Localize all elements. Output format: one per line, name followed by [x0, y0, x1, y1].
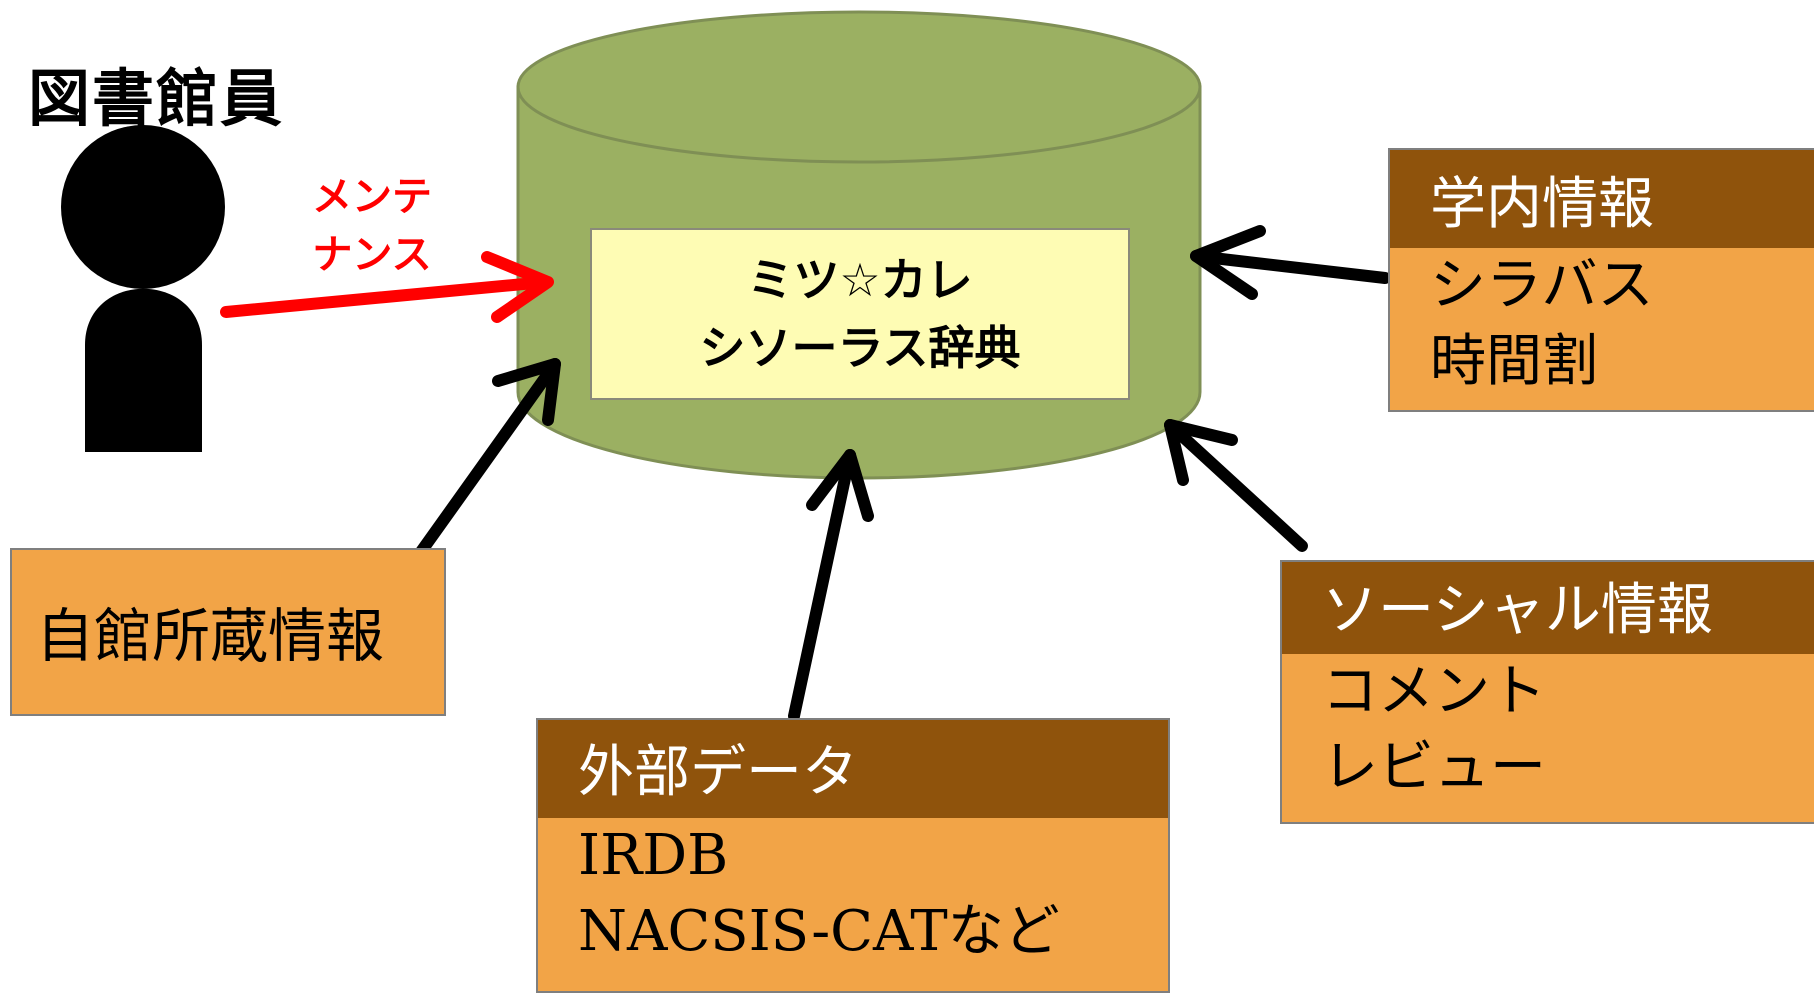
- librarian-title: 図書館員: [28, 62, 285, 135]
- social-info-header: ソーシャル情報: [1282, 562, 1814, 654]
- social-info-item: コメント: [1322, 659, 1546, 724]
- campus-info-item: シラバス: [1430, 253, 1654, 318]
- campus-info-arrow: [1190, 225, 1391, 300]
- social-info-arrow: [1164, 419, 1308, 552]
- holdings-info-box: 自館所蔵情報: [10, 548, 446, 716]
- campus-info-box: 学内情報 シラバス 時間割: [1388, 148, 1814, 412]
- social-info-item: レビュー: [1322, 735, 1546, 800]
- maintenance-arrow: [220, 251, 554, 323]
- social-info-box: ソーシャル情報 コメント レビュー: [1280, 560, 1814, 824]
- thesaurus-label-box: ミツ☆カレ シソーラス辞典: [590, 228, 1130, 400]
- holdings-arrow: [402, 358, 561, 576]
- external-data-arrow: [788, 449, 874, 722]
- maintenance-label-line2: ナンス: [312, 232, 432, 278]
- external-data-item: NACSIS-CATなど: [578, 899, 1060, 964]
- campus-info-item: 時間割: [1430, 329, 1598, 394]
- maintenance-label-line1: メンテ: [312, 174, 432, 220]
- holdings-info-label: 自館所蔵情報: [36, 602, 385, 670]
- external-data-header: 外部データ: [538, 720, 1168, 818]
- campus-info-header: 学内情報: [1390, 150, 1814, 248]
- thesaurus-name: ミツ☆カレ: [747, 253, 973, 307]
- thesaurus-subtitle: シソーラス辞典: [699, 321, 1021, 375]
- external-data-item: IRDB: [578, 823, 729, 888]
- maintenance-label: メンテ ナンス: [282, 168, 462, 284]
- person-icon: [61, 125, 225, 452]
- external-data-box: 外部データ IRDB NACSIS-CATなど: [536, 718, 1170, 993]
